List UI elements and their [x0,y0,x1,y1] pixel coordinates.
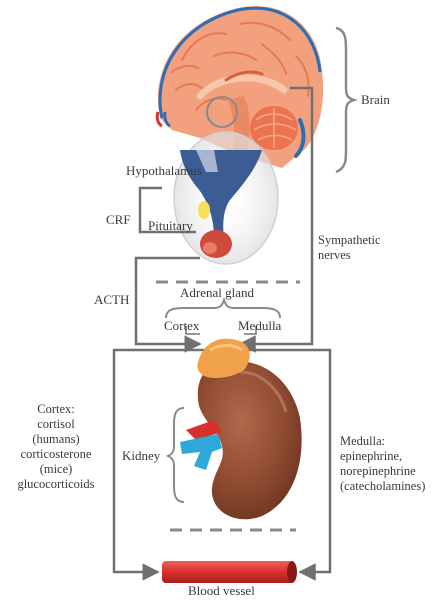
hypothalamus-label: Hypothalamus [126,164,202,178]
adrenal-brace [166,300,280,318]
blood-vessel-illustration [162,561,297,583]
crf-label: CRF [106,213,131,227]
acth-label: ACTH [94,293,129,307]
medulla-hormones-text: Medulla: epinephrine, norepinephrine (ca… [340,434,425,494]
cortex-hormones-text: Cortex: cortisol (humans) corticosterone… [4,402,108,492]
blood-vessel-label: Blood vessel [188,584,255,598]
kidney-adrenal-illustration [180,339,302,520]
sympathetic-nerves-label: Sympathetic nerves [318,233,381,263]
kidney-brace [168,408,184,502]
brain-label: Brain [361,93,390,107]
brain-brace [336,28,354,172]
cortex-label: Cortex [164,319,199,333]
adrenal-gland-label: Adrenal gland [180,286,254,300]
kidney-label: Kidney [122,449,160,463]
pituitary-magnified [174,132,278,264]
medulla-label: Medulla [238,319,281,333]
pituitary-label: Pituitary [148,219,193,233]
